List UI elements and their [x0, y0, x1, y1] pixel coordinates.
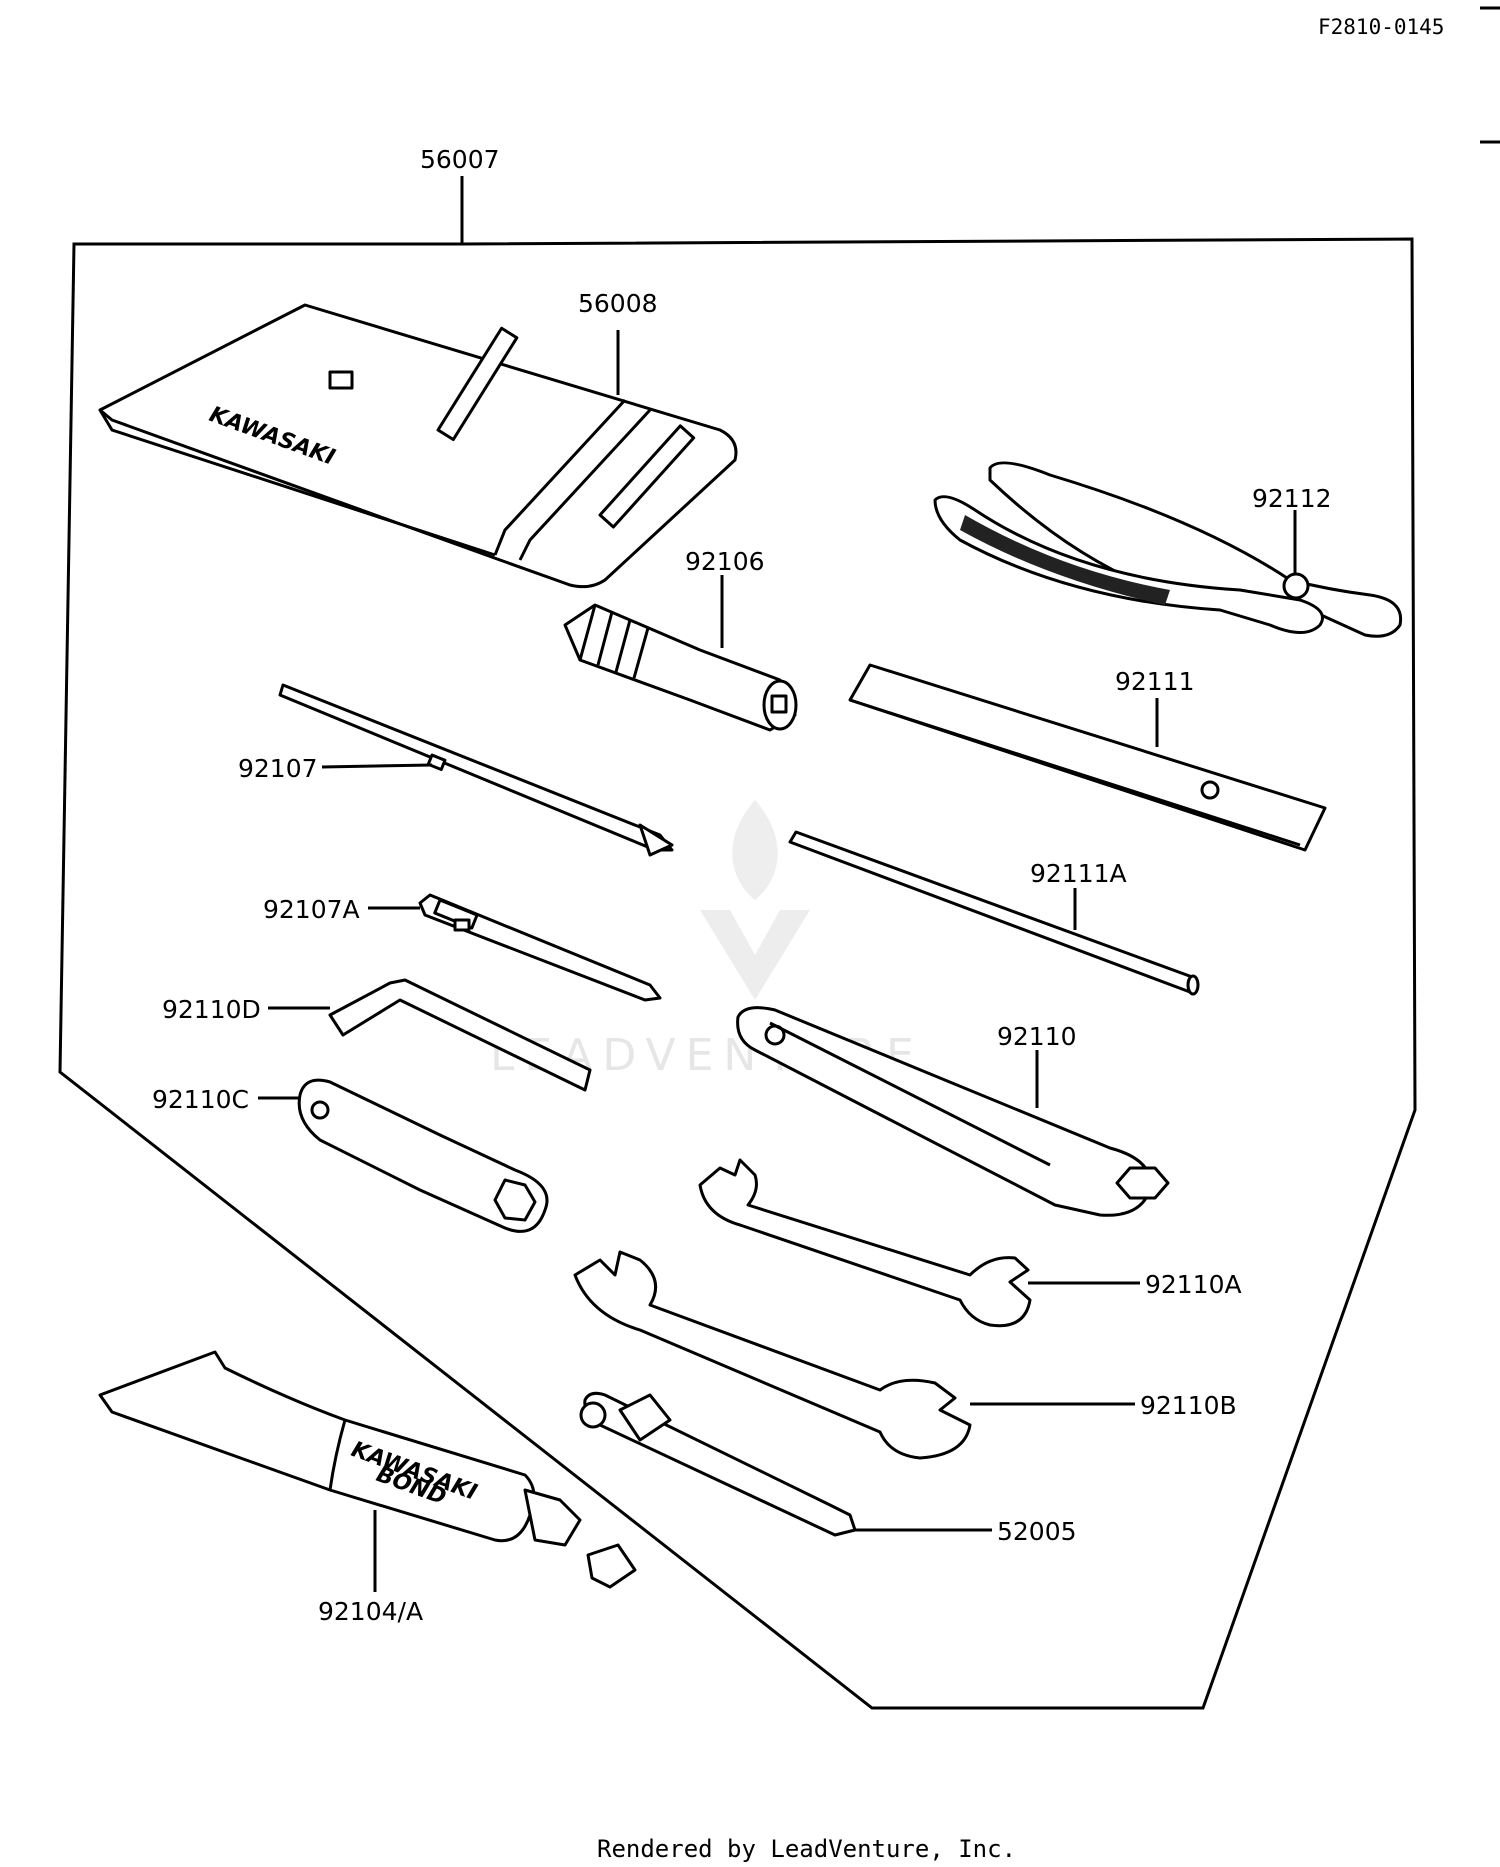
plug-wrench [297, 1078, 549, 1233]
socket-handle [563, 603, 798, 732]
open-end-spanner-a [698, 1158, 1032, 1328]
ring-spanner [736, 1006, 1170, 1217]
part-label-92106: 92106 [685, 547, 765, 576]
screwdriver [278, 683, 674, 857]
kit-frame [58, 237, 1417, 1710]
part-label-92110A: 92110A [1145, 1270, 1242, 1299]
part-label-56007: 56007 [420, 145, 500, 174]
part-label-92110B: 92110B [1140, 1391, 1237, 1420]
part-label-92110C: 92110C [152, 1085, 249, 1114]
part-label-92111: 92111 [1115, 667, 1195, 696]
screwdriver-bit [418, 893, 662, 1002]
figure-code: F2810-0145 [1318, 15, 1444, 39]
footer-credit: Rendered by LeadVenture, Inc. [597, 1835, 1016, 1863]
part-label-92110: 92110 [997, 1022, 1077, 1051]
part-label-92104-A: 92104/A [318, 1597, 423, 1626]
watermark: LEADVENTURE [490, 800, 914, 1081]
bond-tube: KAWASAKI BOND [98, 1350, 637, 1589]
part-label-56008: 56008 [578, 289, 658, 318]
screwdriver-handle [579, 1391, 857, 1537]
part-label-92111A: 92111A [1030, 859, 1127, 888]
part-label-92107A: 92107A [263, 895, 360, 924]
part-label-52005: 52005 [997, 1517, 1077, 1546]
flat-bar-handle [848, 663, 1327, 852]
open-end-spanner-b [573, 1250, 972, 1460]
tommy-bar [788, 830, 1200, 996]
tool-pouch: KAWASAKI [98, 303, 738, 589]
part-label-92110D: 92110D [162, 995, 261, 1024]
hex-key [328, 978, 592, 1092]
part-label-92112: 92112 [1252, 484, 1332, 513]
part-label-92107: 92107 [238, 754, 318, 783]
